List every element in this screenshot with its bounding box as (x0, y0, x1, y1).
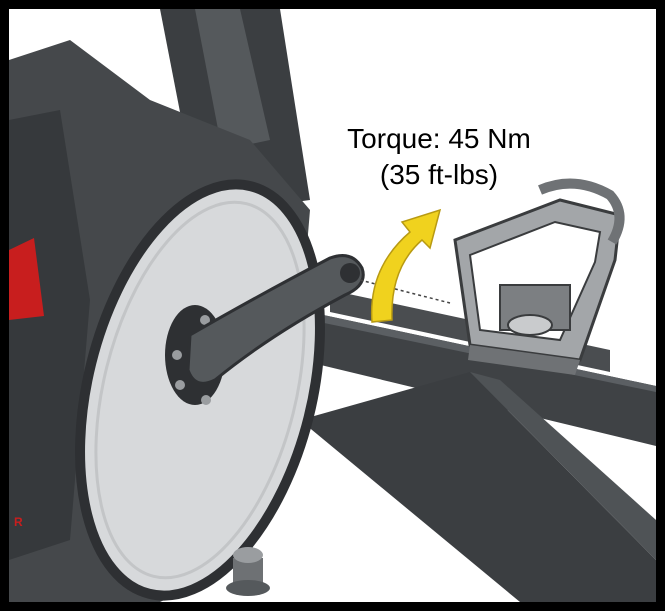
frame-leg (300, 372, 656, 602)
torque-label-imperial: (35 ft-lbs) (379, 159, 499, 190)
floor-bolt (226, 547, 270, 596)
frame-top-tube-shade (195, 9, 270, 150)
crank-arm-end (340, 263, 360, 283)
flywheel-housing-shade (9, 110, 90, 560)
hub-bolt-4 (201, 395, 211, 405)
red-accent (9, 238, 44, 320)
brand-mark: R (14, 515, 23, 529)
crank-arm (186, 254, 365, 385)
bike-assembly-illustration: R (9, 9, 656, 602)
frame-leg-highlight (470, 372, 656, 560)
pedal-icon (453, 178, 625, 375)
hub-bolt-1 (200, 315, 210, 325)
torque-callout: Torque: 45 Nm (35 ft-lbs) (309, 121, 569, 193)
hub-bolt-3 (175, 380, 185, 390)
rotation-arrow-icon (370, 208, 442, 323)
hub-bolt-2 (172, 350, 182, 360)
crank-disc-inner-shade (94, 200, 306, 580)
torque-label: Torque: 45 Nm (347, 123, 531, 154)
